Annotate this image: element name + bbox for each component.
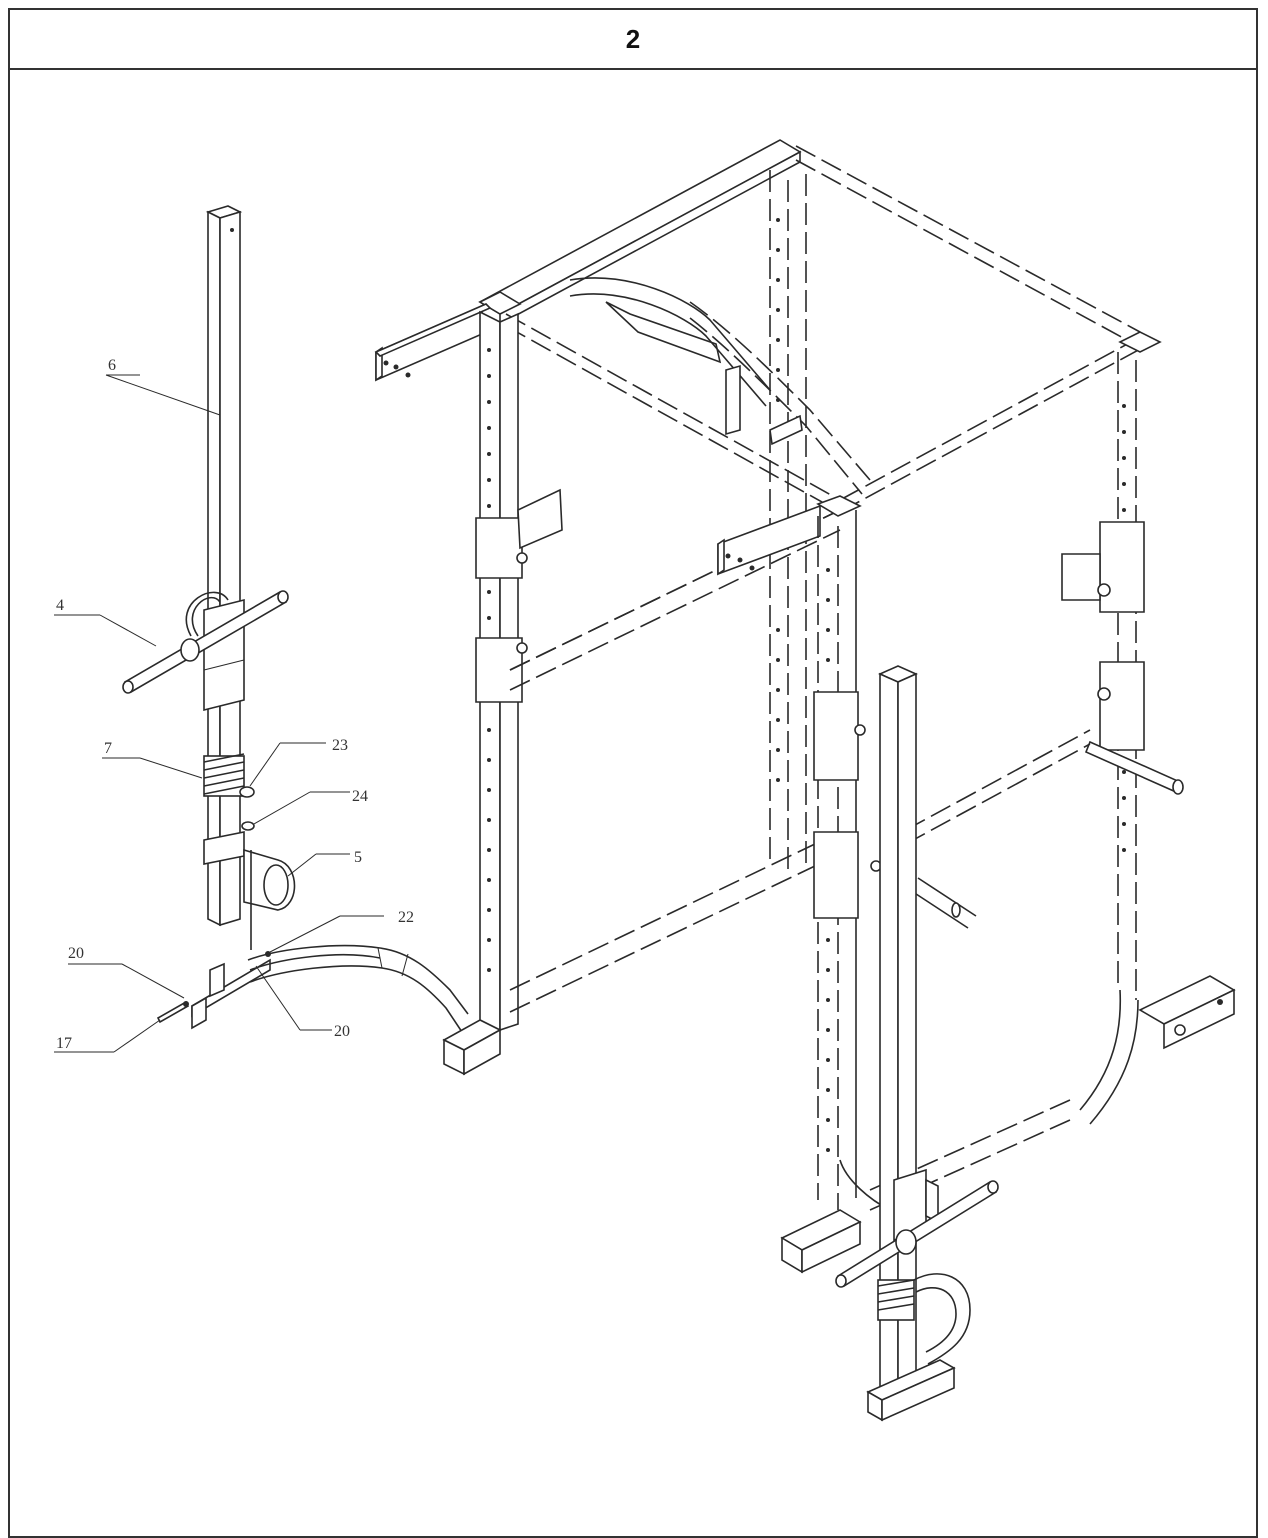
- callout-20-right: 20: [334, 1023, 350, 1040]
- back-left-holes: [776, 218, 780, 782]
- right-upright-assembly: [835, 665, 999, 1422]
- callout-20-left: 20: [68, 945, 84, 962]
- callout-4: 4: [56, 597, 64, 614]
- callout-22: 22: [398, 909, 414, 926]
- power-rack-frame: [374, 139, 1236, 1274]
- back-right-holes: [1122, 404, 1126, 852]
- assembly-drawing: 6 4 7 23 24 5 22 20 20 17: [54, 139, 1236, 1422]
- callout-5: 5: [354, 849, 362, 866]
- callout-23: 23: [332, 737, 348, 754]
- callout-7: 7: [104, 740, 112, 757]
- step-number: 2: [625, 23, 641, 54]
- step-header: 2: [8, 8, 1258, 70]
- front-right-holes: [826, 568, 830, 1152]
- callouts: 6 4 7 23 24 5 22 20 20 17: [54, 357, 414, 1053]
- callout-17: 17: [56, 1035, 72, 1052]
- callout-6: 6: [108, 357, 116, 374]
- left-upright-assembly: [122, 205, 469, 1033]
- callout-24: 24: [352, 788, 368, 805]
